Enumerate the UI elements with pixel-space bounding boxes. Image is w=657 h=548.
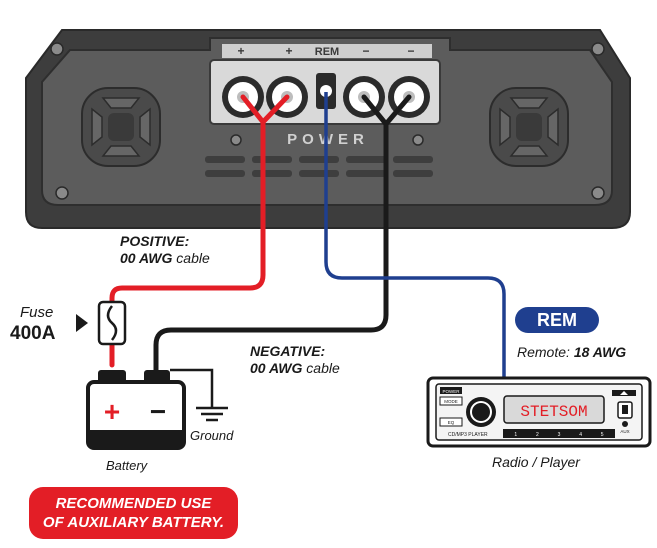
battery-plus-sign: + xyxy=(104,396,120,427)
remote-cable xyxy=(324,92,506,380)
positive-cable-gauge: 00 AWG xyxy=(120,250,173,266)
preset-buttons: 1 2 3 4 5 xyxy=(514,432,603,438)
ground-icon xyxy=(170,368,228,422)
positive-cable-suffix: cable xyxy=(176,250,210,266)
fuse-label: Fuse xyxy=(20,304,54,321)
radio-display-text: STETSOM xyxy=(520,403,587,421)
terminal-label-plus-2: + xyxy=(285,44,292,58)
terminal-label-minus-2: − xyxy=(407,44,414,58)
radio-player: POWER MODE EQ STETSOM AUX CD/MP3 PLAYER … xyxy=(426,376,652,448)
power-text: POWER xyxy=(287,131,369,148)
auxiliary-battery-note: RECOMMENDED USE OF AUXILIARY BATTERY. xyxy=(29,487,238,539)
battery-icon: + − xyxy=(86,370,186,450)
fuse-rating: 400A xyxy=(10,323,56,344)
negative-cable-gauge: 00 AWG xyxy=(250,360,303,376)
negative-cable-label: NEGATIVE: 00 AWG cable xyxy=(250,343,340,377)
negative-cable-suffix: cable xyxy=(306,360,340,376)
screw-icon xyxy=(55,186,69,200)
vent-slots xyxy=(205,156,433,177)
terminal-remote xyxy=(316,73,336,109)
preset-strip xyxy=(503,429,615,438)
radio-model-text: CD/MP3 PLAYER xyxy=(448,432,488,438)
radio-eq-label: EQ xyxy=(448,420,455,425)
terminal-label-strip xyxy=(222,44,432,58)
radio-power-label: POWER xyxy=(442,389,460,394)
radio-aux-label: AUX xyxy=(620,429,629,434)
note-line-2: OF AUXILIARY BATTERY. xyxy=(42,514,225,531)
right-pad-ornament xyxy=(489,87,569,167)
rem-badge: REM xyxy=(515,307,599,333)
screw-icon xyxy=(591,42,605,56)
battery-label: Battery xyxy=(106,458,148,473)
fuse-pointer-icon xyxy=(76,314,88,332)
note-line-1: RECOMMENDED USE xyxy=(55,495,212,512)
fuse-icon xyxy=(97,300,127,346)
remote-gauge: 18 AWG xyxy=(573,344,627,360)
screw-icon xyxy=(591,186,605,200)
radio-power-button xyxy=(440,387,462,394)
terminal-label-rem: REM xyxy=(315,46,339,58)
preset-button-5: 5 xyxy=(601,432,604,438)
preset-button-4: 4 xyxy=(579,432,582,438)
radio-player-label: Radio / Player xyxy=(492,454,580,470)
preset-button-3: 3 xyxy=(558,432,561,438)
left-pad-ornament xyxy=(81,87,161,167)
positive-cable xyxy=(109,94,290,368)
screw-icon xyxy=(412,134,424,146)
screw-icon xyxy=(230,134,242,146)
aux-jack-icon xyxy=(622,421,628,427)
positive-cable-label: POSITIVE: 00 AWG cable xyxy=(120,233,210,267)
remote-label-text: Remote: xyxy=(517,344,570,360)
preset-button-1: 1 xyxy=(514,432,517,438)
remote-cable-label: Remote: 18 AWG xyxy=(517,344,626,360)
radio-mode-button xyxy=(439,396,463,406)
radio-eq-button xyxy=(439,417,463,427)
radio-mode-label: MODE xyxy=(444,399,458,404)
negative-cable xyxy=(153,94,412,373)
radio-display xyxy=(503,395,605,424)
amplifier: + + REM − − POWER xyxy=(25,29,631,229)
ground-label: Ground xyxy=(190,428,234,443)
preset-button-2: 2 xyxy=(536,432,539,438)
battery-minus-sign: − xyxy=(150,396,166,427)
terminal-label-minus-1: − xyxy=(362,44,369,58)
screw-icon xyxy=(50,42,64,56)
negative-cable-title: NEGATIVE: xyxy=(250,343,326,359)
terminal-label-plus-1: + xyxy=(237,44,244,58)
positive-cable-title: POSITIVE: xyxy=(120,233,190,249)
